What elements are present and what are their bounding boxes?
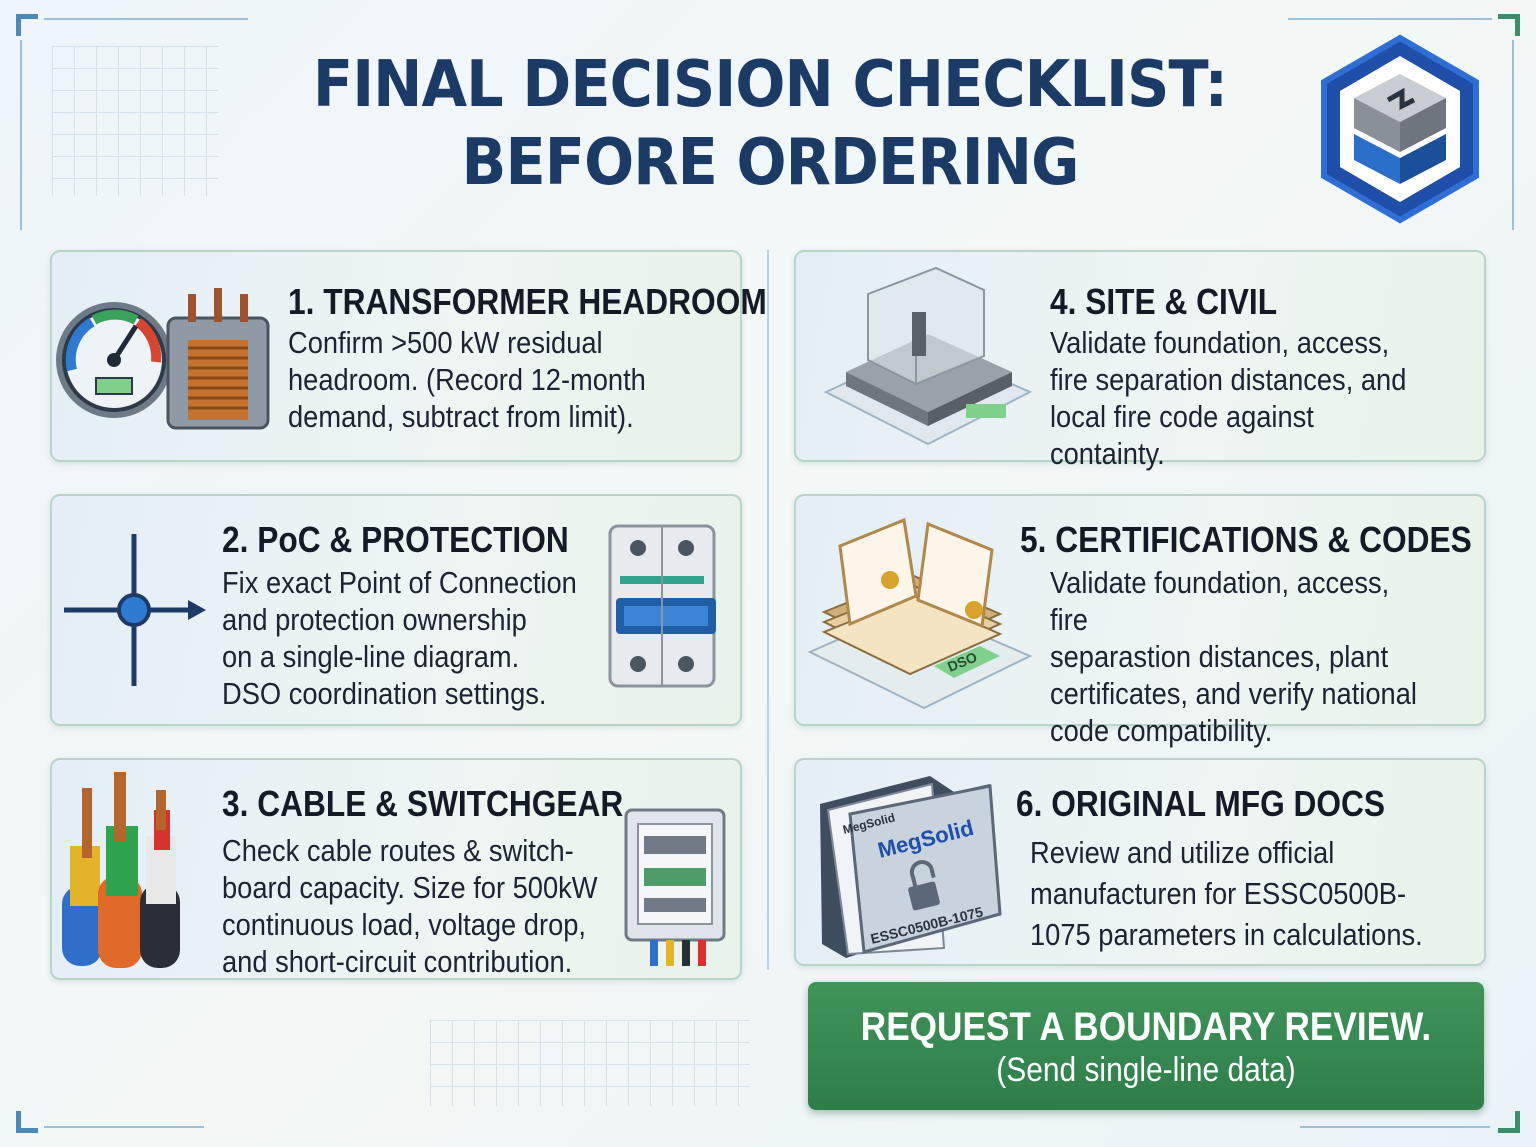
card-body-line: on a single-line diagram. <box>222 639 520 674</box>
crosshair-node-icon <box>64 534 206 686</box>
checklist-card-cable-switchgear: 3. CABLE & SWITCHGEAR Check cable routes… <box>50 758 742 980</box>
title-line-1: FINAL DECISION CHECKLIST: <box>312 48 1228 122</box>
card-heading: 2. PoC & PROTECTION <box>222 519 569 560</box>
switchboard-icon <box>624 808 726 966</box>
cta-sublabel: (Send single-line data) <box>996 1051 1296 1089</box>
card-body-line: Confirm >500 kW residual <box>288 325 603 360</box>
hexagon-cube-logo <box>1321 34 1479 224</box>
frame-corner-top-right <box>1498 14 1520 36</box>
checklist-card-mfg-docs: MegSolid MegSolid ESSC0500B-1075 6. ORIG… <box>794 758 1486 966</box>
card-body-line: local fire code against containty. <box>1050 399 1314 471</box>
frame-line-top-left <box>44 18 248 20</box>
column-divider <box>767 250 769 970</box>
card-body-line: code compatibility. <box>1050 713 1273 748</box>
frame-corner-bottom-right <box>1498 1111 1520 1133</box>
card-body-line: continuous load, voltage drop, <box>222 907 587 942</box>
frame-line-left <box>20 40 22 230</box>
card-body-line: Validate foundation, access, fire <box>1050 565 1390 637</box>
request-boundary-review-button[interactable]: REQUEST A BOUNDARY REVIEW. (Send single-… <box>808 982 1484 1110</box>
card-body-line: and short-circuit contribution. <box>222 944 573 979</box>
circuit-breaker-icon <box>608 524 716 688</box>
checklist-card-transformer: 1. TRANSFORMER HEADROOM Confirm >500 kW … <box>50 250 767 462</box>
card-body-line: DSO coordination settings. <box>222 676 547 711</box>
card-body: Validate foundation, access, fire separa… <box>1050 324 1432 472</box>
card-body: Confirm >500 kW residual headroom. (Reco… <box>288 324 646 435</box>
page-title: FINAL DECISION CHECKLIST: BEFORE ORDERIN… <box>292 46 1249 202</box>
blueprint-grid-bottom <box>430 1020 750 1106</box>
card-heading: 6. ORIGINAL MFG DOCS <box>1016 783 1386 824</box>
card-body-line: board capacity. Size for 500kW <box>222 870 598 905</box>
card-heading: 4. SITE & CIVIL <box>1050 281 1278 322</box>
card-body: Fix exact Point of Connection and protec… <box>222 564 577 712</box>
checklist-card-site-civil: 4. SITE & CIVIL Validate foundation, acc… <box>794 250 1486 471</box>
frame-corner-bottom-left <box>16 1111 38 1133</box>
blueprint-grid-top-left <box>52 46 218 196</box>
frame-line-bottom-right <box>1300 1126 1490 1128</box>
frame-corner-top-left <box>16 14 38 36</box>
card-body-line: manufacturen for ESSC0500B- <box>1030 876 1407 911</box>
card-heading: 3. CABLE & SWITCHGEAR <box>222 783 624 824</box>
card-body-line: headroom. (Record 12-month <box>288 362 646 397</box>
card-heading: 5. CERTIFICATIONS & CODES <box>1020 519 1472 560</box>
card-body: Validate foundation, access, fire separa… <box>1050 564 1432 749</box>
cta-label: REQUEST A BOUNDARY REVIEW. <box>860 1005 1432 1049</box>
card-body-line: 1075 parameters in calculations. <box>1030 917 1423 952</box>
transformer-gauge-icon <box>56 288 270 430</box>
card-body: Review and utilize official manufacturen… <box>1030 832 1423 955</box>
frame-line-top-right <box>1288 18 1492 20</box>
checklist-card-poc-protection: 2. PoC & PROTECTION Fix exact Point of C… <box>50 494 742 726</box>
frame-line-right <box>1512 40 1514 230</box>
frame-line-bottom-left <box>44 1126 204 1128</box>
card-body: Check cable routes & switch- board capac… <box>222 832 598 980</box>
card-body-line: certificates, and verify national <box>1050 676 1417 711</box>
card-body-line: and protection ownership <box>222 602 527 637</box>
card-body-line: fire separation distances, and <box>1050 362 1407 397</box>
locked-folder-icon: MegSolid MegSolid ESSC0500B-1075 <box>820 776 1002 958</box>
card-body-line: Review and utilize official <box>1030 835 1335 870</box>
card-body-line: separastion distances, plant <box>1050 639 1389 674</box>
foundation-container-icon <box>823 266 1033 446</box>
card-body-line: Fix exact Point of Connection <box>222 565 577 600</box>
card-body-line: demand, subtract from limit). <box>288 399 634 434</box>
cables-switchgear-icon <box>62 772 180 968</box>
certificates-icon: DSO <box>807 517 1033 710</box>
checklist-card-certifications: DSO 5. CERTIFICATIONS & CODES Validate f… <box>794 494 1486 748</box>
card-body-line: Check cable routes & switch- <box>222 833 574 868</box>
card-body-line: Validate foundation, access, <box>1050 325 1390 360</box>
title-line-2: BEFORE ORDERING <box>461 126 1080 200</box>
card-heading: 1. TRANSFORMER HEADROOM <box>288 281 767 322</box>
